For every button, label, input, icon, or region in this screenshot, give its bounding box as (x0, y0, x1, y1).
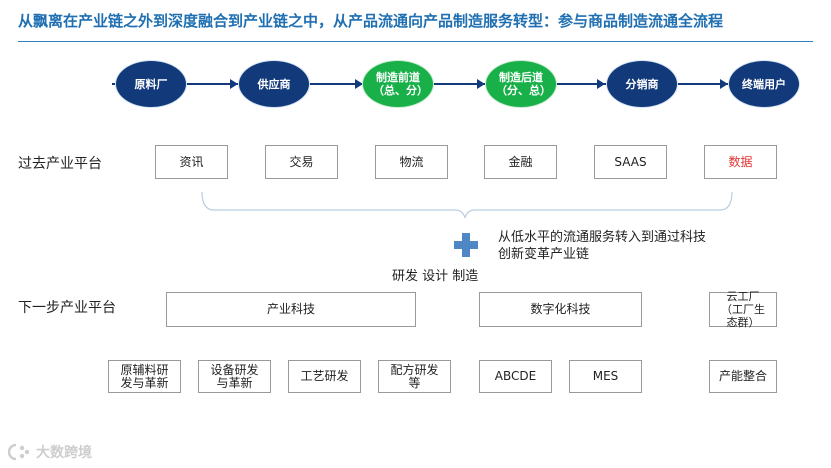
chain-node-supplier: 供应商 (238, 60, 310, 108)
chain-node-raw-material: 原料厂 (115, 60, 187, 108)
page-title: 从飘离在产业链之外到深度融合到产业链之中，从产品流通向产品制造服务转型：参与商品… (18, 12, 724, 30)
next-sub-mes: MES (569, 360, 642, 393)
next-sub-raw-material-rd: 原辅料研发与革新 (108, 360, 181, 393)
past-item-logistics: 物流 (375, 145, 448, 179)
past-item-info: 资讯 (155, 145, 228, 179)
next-sub-capacity-integration: 产能整合 (709, 360, 777, 393)
title-divider (18, 41, 813, 42)
next-sub-process-rd: 工艺研发 (288, 360, 361, 393)
plus-icon (454, 233, 478, 257)
transition-description: 从低水平的流通服务转入到通过科技 创新变革产业链 (498, 229, 706, 263)
past-item-trade: 交易 (265, 145, 338, 179)
chain-node-end-user: 终端用户 (728, 60, 800, 108)
watermark-text: 大数跨境 (36, 445, 92, 461)
next-item-digital-tech: 数字化科技 (479, 292, 642, 327)
past-platform-label: 过去产业平台 (18, 156, 102, 172)
next-sub-formula-rd: 配方研发等 (378, 360, 451, 393)
past-item-data: 数据 (704, 145, 777, 179)
chain-node-distributor: 分销商 (606, 60, 678, 108)
grouping-brace (201, 191, 733, 219)
next-sub-abcde: ABCDE (479, 360, 552, 393)
watermark-icon (8, 443, 30, 461)
next-sub-equipment-rd: 设备研发与革新 (198, 360, 271, 393)
chain-node-post-manufacturing: 制造后道（分、总） (485, 60, 557, 108)
rd-design-manufacture: 研发 设计 制造 (392, 269, 479, 284)
chain-arrowheads (230, 79, 728, 89)
watermark-logo: 大数跨境 (8, 442, 92, 462)
next-item-cloud-factory: 云工厂（工厂生态群） (709, 290, 777, 329)
chain-arrow-line (112, 83, 800, 85)
transition-line-2: 创新变革产业链 (498, 247, 590, 262)
next-platform-label: 下一步产业平台 (18, 300, 116, 316)
next-item-industry-tech: 产业科技 (166, 292, 416, 327)
past-item-saas: SAAS (594, 145, 667, 179)
past-item-finance: 金融 (484, 145, 557, 179)
transition-line-1: 从低水平的流通服务转入到通过科技 (498, 230, 707, 245)
chain-node-pre-manufacturing: 制造前道（总、分） (362, 60, 434, 108)
